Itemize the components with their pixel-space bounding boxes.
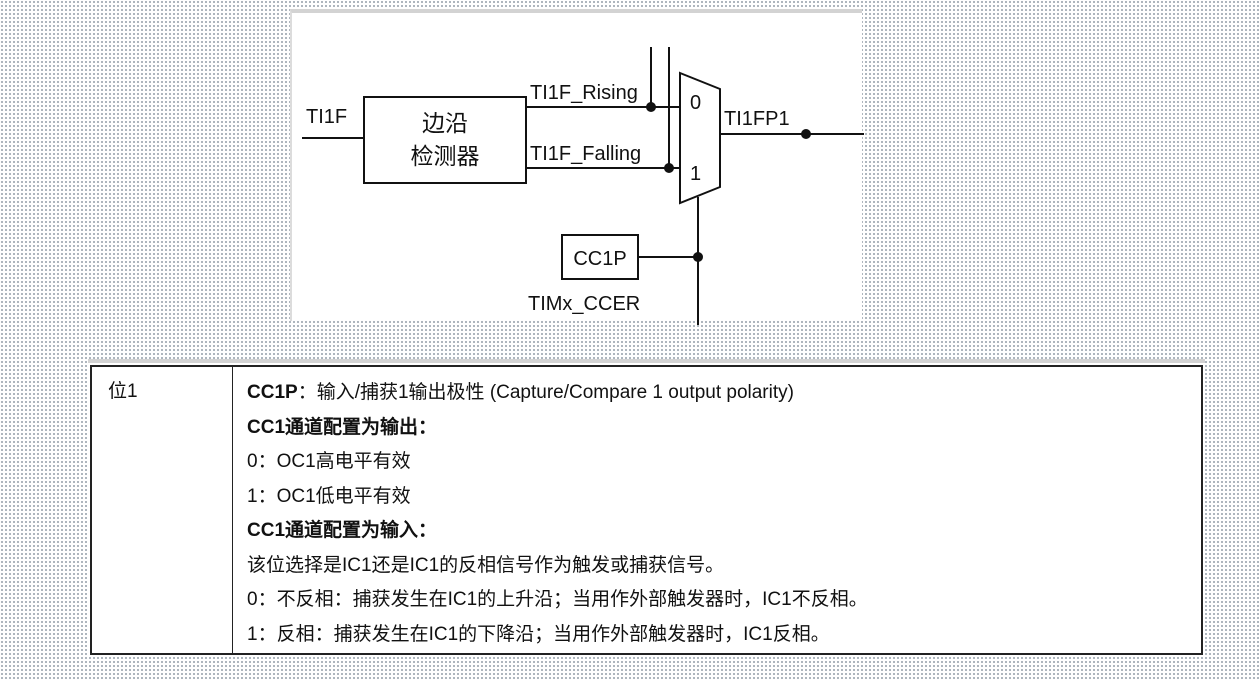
falling-label: TI1F_Falling xyxy=(530,143,641,165)
junction-falling xyxy=(664,163,674,173)
edge-detector-label-line1: 边沿 xyxy=(422,111,468,137)
input-option-0: 0：不反相：捕获发生在IC1的上升沿；当用作外部触发器时，IC1不反相。 xyxy=(247,589,868,610)
input-description: 该位选择是IC1还是IC1的反相信号作为触发或捕获信号。 xyxy=(247,554,725,576)
output-option-1: 1：OC1低电平有效 xyxy=(247,485,411,507)
register-bit-table: 位1 CC1P：输入/捕获1输出极性 (Capture/Compare 1 ou… xyxy=(90,365,1203,655)
register-description-panel: 位1 CC1P：输入/捕获1输出极性 (Capture/Compare 1 ou… xyxy=(88,359,1205,657)
multiplexer xyxy=(679,71,721,205)
bit-description-cell: CC1P：输入/捕获1输出极性 (Capture/Compare 1 outpu… xyxy=(232,365,1203,655)
field-desc: ：输入/捕获1输出极性 (Capture/Compare 1 output po… xyxy=(297,382,794,403)
rising-label: TI1F_Rising xyxy=(530,82,638,104)
junction-rising xyxy=(646,102,656,112)
junction-select xyxy=(693,252,703,262)
field-name: CC1P xyxy=(247,382,298,403)
cc1p-label: CC1P xyxy=(573,248,626,270)
output-heading: CC1通道配置为输出： xyxy=(247,416,438,438)
bit-label: 位1 xyxy=(108,381,138,402)
junction-output xyxy=(801,129,811,139)
register-name-label: TIMx_CCER xyxy=(528,293,640,315)
input-heading: CC1通道配置为输入： xyxy=(247,520,438,541)
edge-detector-box xyxy=(363,96,527,184)
ti1f-input-label: TI1F xyxy=(306,106,347,128)
output-option-0: 0：OC1高电平有效 xyxy=(247,451,411,472)
edge-detector-diagram: TI1F 边沿 检测器 TI1F_Rising TI1F_Falling 0 1… xyxy=(290,9,864,325)
mux-input-0: 0 xyxy=(690,92,701,114)
field-title-line: CC1P：输入/捕获1输出极性 (Capture/Compare 1 outpu… xyxy=(247,376,1201,411)
edge-detector-label-line2: 检测器 xyxy=(411,144,480,170)
input-option-1: 1：反相：捕获发生在IC1的下降沿；当用作外部触发器时，IC1反相。 xyxy=(247,623,830,645)
cc1p-register-box xyxy=(561,234,639,280)
output-label: TI1FP1 xyxy=(724,108,790,130)
table-row: 位1 CC1P：输入/捕获1输出极性 (Capture/Compare 1 ou… xyxy=(90,365,1203,655)
bit-label-cell: 位1 xyxy=(90,365,233,655)
diagram-svg: TI1F 边沿 检测器 TI1F_Rising TI1F_Falling 0 1… xyxy=(302,47,864,325)
mux-input-1: 1 xyxy=(690,163,701,185)
